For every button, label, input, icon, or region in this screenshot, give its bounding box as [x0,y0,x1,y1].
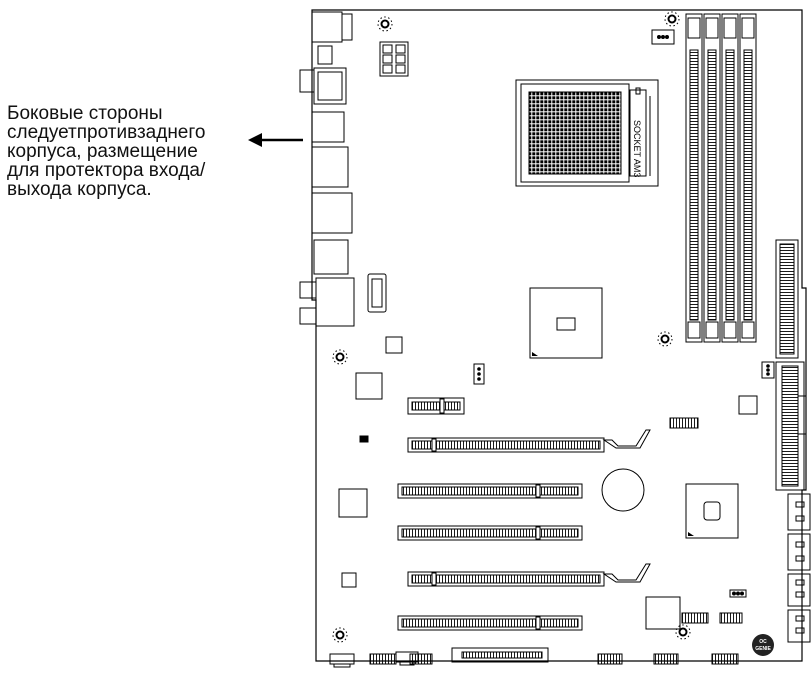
cpu-socket: SOCKET AM3 [515,79,659,187]
system-fan-header-3 [329,653,355,668]
cpu-power-connector [379,41,409,77]
atx-power-connector [775,239,799,359]
note-line-3: корпуса, размещение [7,141,198,162]
pin-header-front-panel [711,653,739,665]
mounting-hole-4 [657,331,673,347]
sata-port-1 [787,493,811,531]
oc-genie-button: OC GENIE [752,634,774,656]
note-line-1: Боковые стороны [7,103,163,124]
installation-note: Боковые стороны следуетпротивзаднего кор… [7,104,245,199]
small-chip-1 [385,336,403,354]
pin-header-spdif [409,653,433,665]
pin-header-usb-4 [719,612,743,624]
io-chip [645,596,681,630]
memory-slots [685,13,757,343]
ide-connector [775,361,807,491]
pcie-x16-slot-1 [407,429,651,453]
mounting-hole-2 [664,11,680,27]
oc-genie-label-1: OC [759,639,767,645]
cmos-battery [601,468,645,512]
northbridge-chip [529,287,603,359]
sata-port-2 [787,533,811,571]
socket-label: SOCKET AM3 [632,120,642,177]
dimm-slot-1 [685,13,703,343]
small-chip-4 [338,488,368,518]
mounting-hole-5 [332,627,348,643]
pcie-x1-slot [407,397,465,415]
pin-header-usb-2 [653,653,679,665]
mounting-hole-3 [332,349,348,365]
mounting-hole-6 [675,624,691,640]
pointer-arrow [248,133,303,147]
io-panel [299,11,387,327]
dimm-slot-2 [703,13,721,343]
pcie-x16-slot-4 [407,563,651,587]
system-fan-header-4 [395,651,419,666]
pin-header-tpm [669,417,699,429]
small-chip-3 [738,395,758,415]
sata-port-4 [787,609,811,643]
note-line-2: следуетпротивзаднего [7,122,206,143]
note-line-4: для протектора входа/ [7,160,206,181]
small-chip-5 [341,572,357,588]
pci-slot-5 [397,615,583,631]
pcie-slot-3 [397,525,583,541]
dimm-slot-4 [739,13,757,343]
jumper-1 [359,435,369,443]
pin-header-usb-3 [681,612,709,624]
oc-genie-label-2: GENIE [755,646,771,652]
system-fan-header-2 [761,361,775,379]
mounting-hole-1 [377,16,393,32]
pin-header-usb-1 [597,653,623,665]
dimm-slot-3 [721,13,739,343]
jumper-clear-cmos [729,589,747,598]
floppy-connector [451,647,549,663]
small-chip-2 [355,372,383,400]
southbridge-chip [685,483,739,539]
sata-port-3 [787,573,811,607]
note-line-5: выхода корпуса. [7,179,152,200]
system-fan-header-1 [473,363,485,385]
cpu-fan-header [651,29,675,45]
pcie-slot-2 [397,483,583,499]
pin-header-front-audio [369,653,397,665]
sata-connectors [787,493,811,643]
